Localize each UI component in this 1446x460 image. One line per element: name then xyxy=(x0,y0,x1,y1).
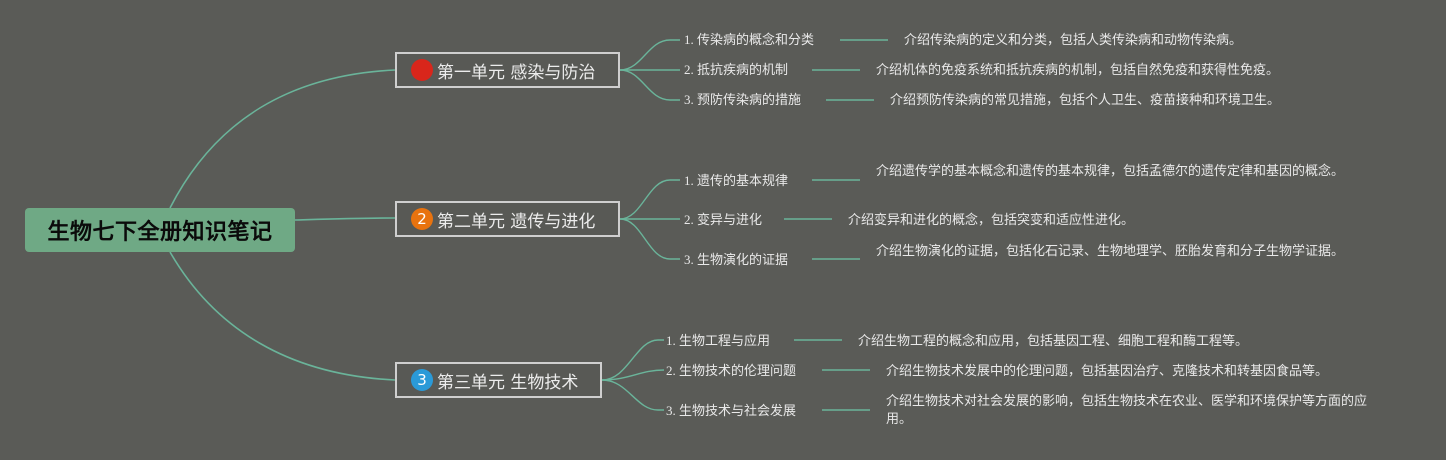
description-2-2: 介绍变异和进化的概念，包括突变和适应性进化。 xyxy=(848,212,1135,227)
description-3-3: 介绍生物技术对社会发展的影响，包括生物技术在农业、医学和环境保护等方面的应用。 xyxy=(886,393,1368,426)
description-1-1: 介绍传染病的定义和分类，包括人类传染病和动物传染病。 xyxy=(904,32,1243,47)
connector-unit-2-topic-3 xyxy=(619,218,680,260)
description-1-2: 介绍机体的免疫系统和抵抗疾病的机制，包括自然免疫和获得性免疫。 xyxy=(876,62,1280,77)
topic-1-1[interactable]: 1. 传染病的概念和分类 xyxy=(684,32,815,47)
description-2-3: 介绍生物演化的证据，包括化石记录、生物地理学、胚胎发育和分子生物学证据。 xyxy=(876,243,1345,258)
description-3-1: 介绍生物工程的概念和应用，包括基因工程、细胞工程和酶工程等。 xyxy=(858,333,1249,348)
connector-root-unit-2 xyxy=(294,217,396,221)
connector-unit-3-topic-2 xyxy=(601,369,665,381)
unit-3-title: 第三单元 生物技术 xyxy=(437,372,579,393)
connector-root-unit-1 xyxy=(169,69,396,209)
unit-node-3[interactable]: 3 第三单元 生物技术 xyxy=(395,362,602,398)
topic-1-3[interactable]: 3. 预防传染病的措施 xyxy=(684,92,802,107)
unit-2-number-badge-icon: 2 xyxy=(411,208,433,230)
topic-2-1[interactable]: 1. 遗传的基本规律 xyxy=(684,173,789,188)
connector-unit-1-topic-1 xyxy=(619,39,680,71)
topic-1-2[interactable]: 2. 抵抗疾病的机制 xyxy=(684,62,789,77)
root-node[interactable]: 生物七下全册知识笔记 xyxy=(25,208,295,252)
unit-node-2[interactable]: 2 第二单元 遗传与进化 xyxy=(395,201,620,237)
unit-2-title: 第二单元 遗传与进化 xyxy=(437,211,596,232)
unit-1-title: 第一单元 感染与防治 xyxy=(437,62,596,83)
unit-1-number-badge-icon xyxy=(411,59,433,81)
topic-2-2[interactable]: 2. 变异与进化 xyxy=(684,212,763,227)
topic-3-2[interactable]: 2. 生物技术的伦理问题 xyxy=(666,363,797,378)
description-2-1: 介绍遗传学的基本概念和遗传的基本规律，包括孟德尔的遗传定律和基因的概念。 xyxy=(876,163,1345,178)
connector-unit-3-topic-3 xyxy=(601,379,664,411)
connector-root-unit-3 xyxy=(169,251,396,381)
connector-unit-2-topic-1 xyxy=(619,179,680,220)
topic-2-3[interactable]: 3. 生物演化的证据 xyxy=(684,252,789,267)
connector-unit-1-topic-3 xyxy=(619,69,680,101)
connector-unit-3-topic-1 xyxy=(601,339,664,381)
unit-3-number-badge-icon: 3 xyxy=(411,369,433,391)
unit-node-1[interactable]: 第一单元 感染与防治 xyxy=(395,52,620,88)
description-1-3: 介绍预防传染病的常见措施，包括个人卫生、疫苗接种和环境卫生。 xyxy=(890,92,1281,107)
root-title: 生物七下全册知识笔记 xyxy=(47,220,273,245)
topic-3-1[interactable]: 1. 生物工程与应用 xyxy=(666,333,771,348)
topic-3-3[interactable]: 3. 生物技术与社会发展 xyxy=(666,403,797,418)
description-3-2: 介绍生物技术发展中的伦理问题，包括基因治疗、克隆技术和转基因食品等。 xyxy=(886,363,1329,378)
